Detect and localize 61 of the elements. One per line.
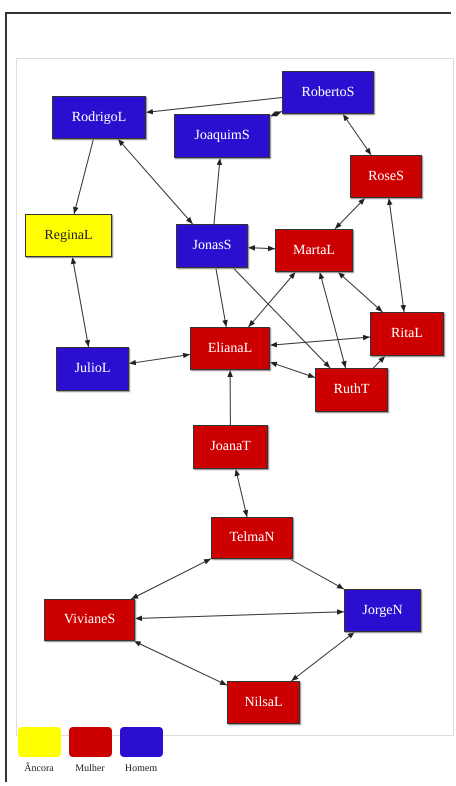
arrow — [270, 334, 370, 348]
arrow — [130, 558, 212, 600]
person-box — [370, 312, 444, 356]
legend-label: Âncora — [23, 763, 55, 774]
arrow — [232, 268, 331, 368]
arrow — [133, 640, 228, 686]
arrow — [146, 97, 282, 114]
person-box — [211, 517, 293, 559]
person-name: ReginaL — [44, 228, 93, 244]
person-box — [282, 71, 374, 114]
person-name: MartaL — [293, 242, 335, 258]
legend-label: Homem — [124, 763, 158, 774]
person-name: JoanaT — [210, 439, 251, 455]
person-name: JorgeN — [362, 602, 403, 618]
person-box — [275, 229, 353, 272]
arrow — [234, 468, 248, 518]
person-name: RodrigoL — [72, 110, 126, 126]
person-box — [174, 114, 270, 158]
person-box — [52, 96, 146, 139]
arrow — [342, 114, 372, 156]
arrow — [290, 632, 356, 682]
arrow — [372, 356, 386, 368]
person-name: ElianaL — [208, 340, 252, 356]
person-box — [176, 224, 248, 268]
person-name: RuthT — [334, 382, 370, 398]
person-box — [190, 327, 270, 370]
arrow — [227, 370, 233, 426]
person-box — [344, 589, 421, 632]
arrow — [289, 558, 344, 590]
person-box — [56, 347, 129, 391]
arrow — [270, 362, 316, 378]
arrow — [117, 138, 194, 224]
person-name: TelmaN — [230, 530, 274, 546]
person-name: NilsaL — [244, 694, 283, 710]
arrow — [70, 256, 90, 348]
arrow — [334, 198, 366, 230]
arrow — [318, 272, 346, 368]
person-name: RoseS — [368, 168, 404, 184]
legend-label: Mulher — [74, 763, 106, 774]
arrow — [134, 609, 344, 622]
arrow — [215, 268, 228, 328]
person-box — [315, 368, 388, 412]
person-name: VivianeS — [64, 612, 116, 628]
arrow — [73, 138, 94, 214]
arrow — [248, 245, 276, 252]
person-name: RobertoS — [302, 84, 354, 100]
person-box — [25, 214, 112, 257]
arrow — [337, 272, 383, 312]
arrow — [387, 198, 406, 312]
person-name: JoaquimS — [194, 128, 250, 144]
person-name: RitaL — [391, 326, 423, 342]
arrow — [248, 272, 296, 328]
person-box — [193, 425, 268, 469]
person-box — [227, 681, 300, 724]
person-box — [350, 155, 422, 198]
person-box — [44, 599, 135, 641]
arrow — [214, 158, 222, 224]
arrow — [270, 110, 282, 117]
person-name: JulioL — [74, 361, 110, 377]
person-name: JonasS — [192, 238, 232, 254]
arrow — [128, 352, 190, 366]
